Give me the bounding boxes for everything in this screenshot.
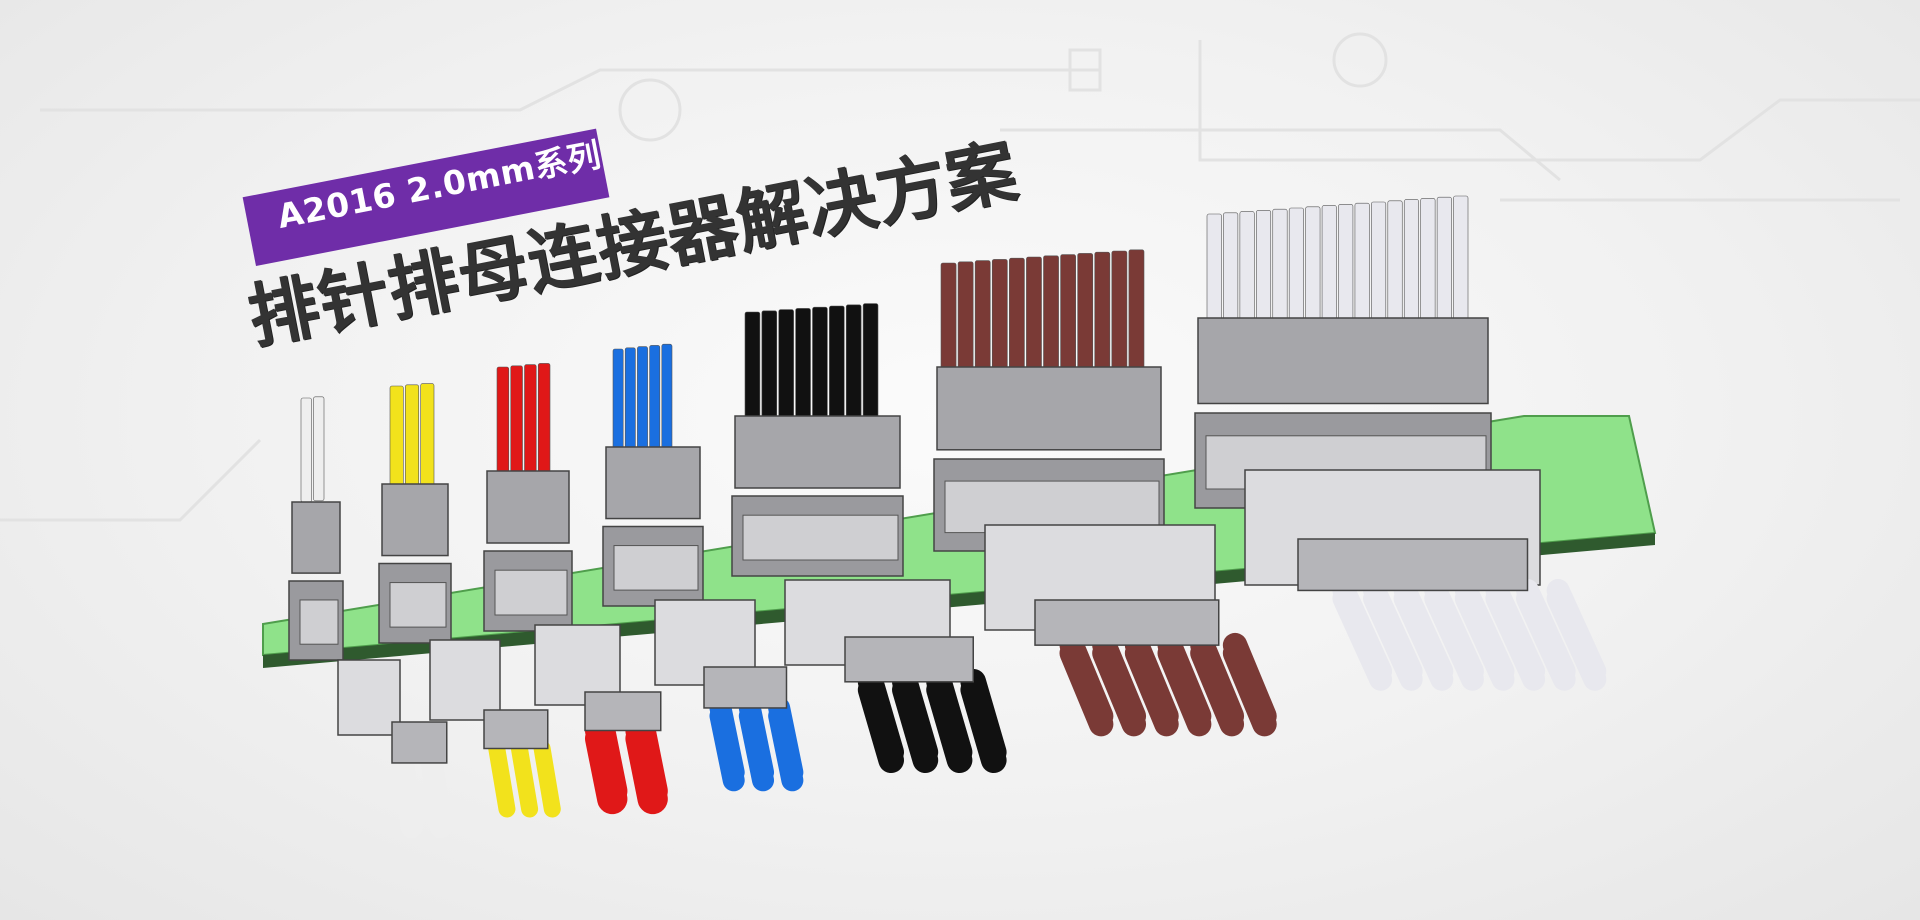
wire [637,346,648,457]
cable-plug [391,721,448,764]
wire [313,396,325,502]
wire [1424,586,1484,691]
wire [709,704,745,792]
wire [1332,586,1393,691]
cable-plug [483,709,549,750]
wire [845,304,862,435]
connector-group [483,363,668,815]
wire [496,366,510,479]
cable-plug [1034,599,1220,646]
wire [625,723,668,815]
plug-housing [605,446,701,520]
wire [585,723,628,815]
wire [533,740,561,818]
wire [862,303,879,433]
wire [612,348,624,460]
wire [488,740,516,818]
wire [960,676,1007,774]
plug-housing [291,501,341,574]
wire [926,676,973,774]
wire [857,676,904,774]
right-angle-header [429,639,501,721]
wire [1092,640,1147,737]
wire [1454,586,1515,691]
plug-housing [1197,317,1489,405]
wire [510,365,523,478]
wire [661,343,673,455]
wire [1157,640,1212,737]
cable-plug [703,666,788,709]
connector-group [378,383,561,818]
cable-plug [844,636,974,683]
header-cavity [389,582,447,628]
wire [1485,586,1546,691]
wire [1393,586,1454,691]
wire [1363,586,1423,691]
cable-plug [1297,538,1529,592]
connector-group [602,343,804,792]
wire [405,384,419,490]
header-cavity [494,569,568,616]
connector-group [731,303,1007,774]
wire [1546,586,1607,691]
wire [537,363,551,475]
cable-plug [584,691,662,732]
header-cavity [742,514,899,561]
wire [1403,199,1419,335]
circuit-background [0,32,1920,522]
wire [420,383,435,488]
wire [1059,640,1114,737]
wire [392,752,423,839]
plug-housing [486,470,570,544]
header-cavity [299,599,339,645]
plug-housing [381,483,449,557]
wire [421,752,452,839]
right-angle-header [337,659,401,736]
wire [510,740,539,818]
connector-group [1194,195,1607,691]
connector-group [288,396,452,839]
wire [624,347,636,459]
wire [768,704,804,792]
wire [1371,201,1387,338]
wire [649,345,661,456]
wire [1453,195,1469,332]
wire [1420,198,1436,334]
header-cavity [944,480,1160,534]
plug-housing [734,415,901,489]
wire [524,364,537,476]
wire [1387,200,1403,337]
wire [892,676,939,774]
wire [389,385,404,491]
wire [1190,640,1245,737]
wire [1222,640,1277,737]
header-cavity [613,545,699,591]
wire [1436,196,1452,333]
wire [738,704,775,792]
wire [1516,586,1576,691]
plug-housing [936,366,1162,451]
wire [300,397,312,503]
wire [1124,640,1179,737]
connector-group [933,249,1277,737]
